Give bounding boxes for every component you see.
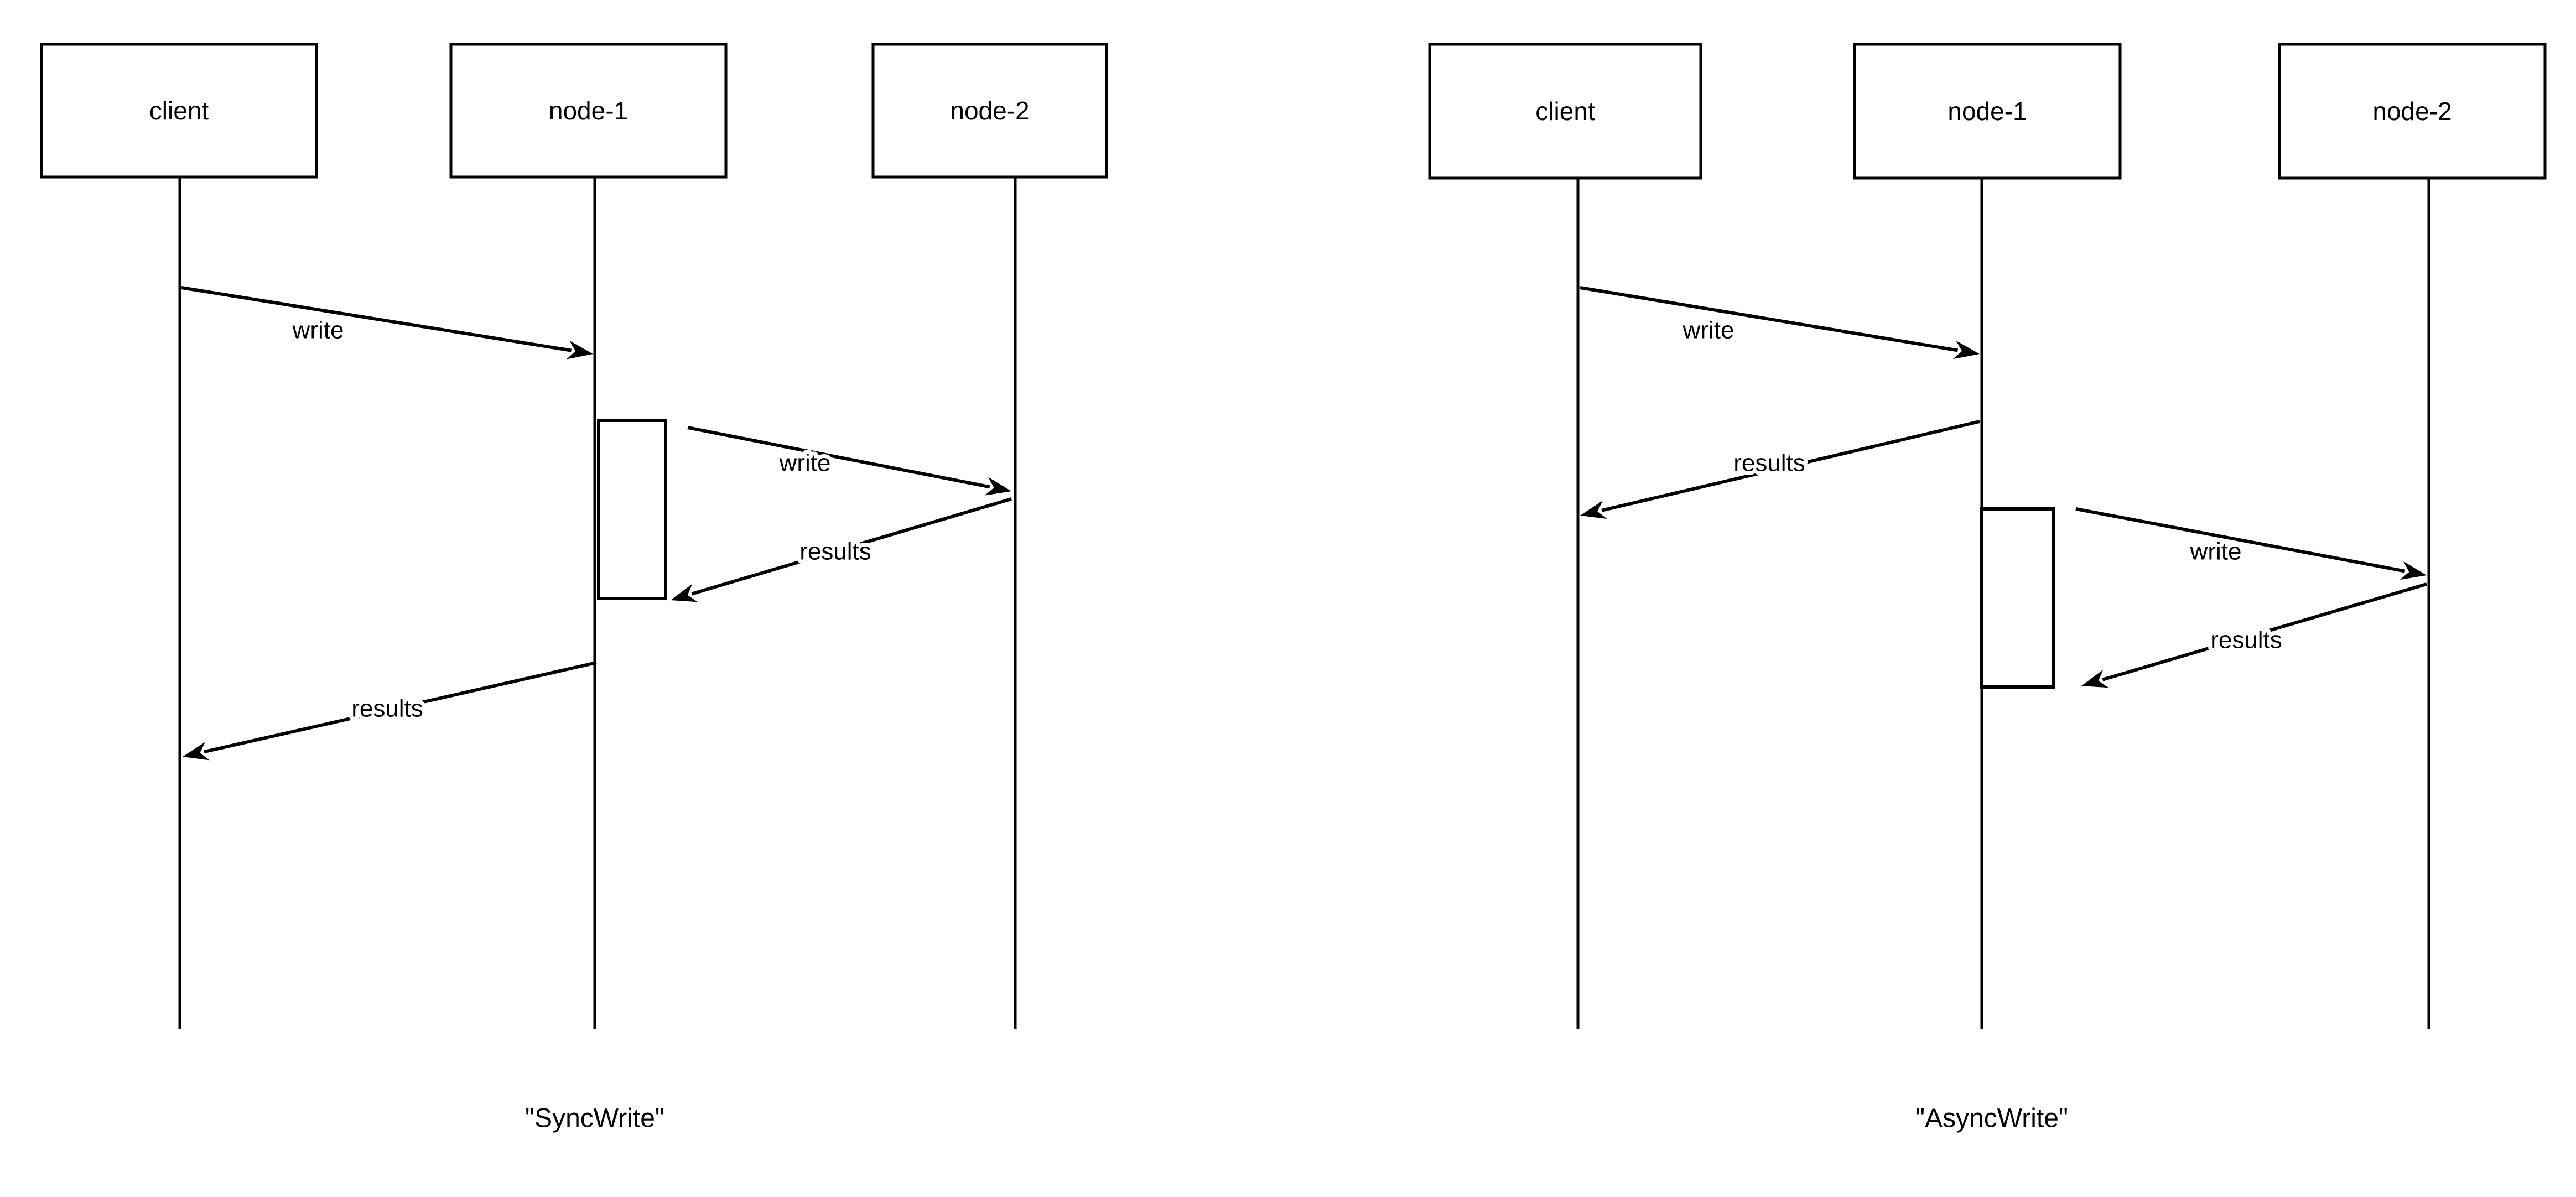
participant-label-node-1: node-1 [549,96,628,125]
message-label-client-write-node1: write [1682,317,1734,344]
message-line-node1-write-node2 [2075,507,2406,573]
message-label-halo-client-write-node1: write [292,317,344,344]
participant-client[interactable]: client [40,43,318,1029]
message-label-node1-write-node2: write [779,450,831,477]
participant-node-1[interactable]: node-1 [1853,43,2122,1029]
participant-label-client: client [149,96,209,125]
diagram-caption-sync-write: "SyncWrite" [525,1104,664,1133]
message-label-node1-results-client: results [1733,450,1805,477]
message-arrowhead-node2-results-node1 [671,584,698,602]
message-arrowhead-client-write-node1 [566,340,593,360]
message-line-client-write-node1 [181,286,572,352]
message-line-node1-results-client [204,661,597,754]
message-arrowhead-node1-results-client [183,742,210,761]
participant-label-client: client [1535,97,1595,126]
message-arrowhead-node2-results-node1 [2081,669,2108,688]
participant-box-node-2[interactable] [871,43,1108,179]
participant-node-2[interactable]: node-2 [2278,43,2547,1029]
message-line-client-write-node1 [1580,286,1959,352]
message-line-node1-write-node2 [687,426,990,489]
participant-node-2[interactable]: node-2 [871,43,1108,1029]
participant-box-node-1[interactable] [449,43,728,179]
participant-label-node-2: node-2 [2372,97,2452,126]
participant-box-node-2[interactable] [2278,43,2547,180]
message-line-node2-results-node1 [691,497,1012,596]
participant-node-1[interactable]: node-1 [449,43,728,1029]
participant-label-node-1: node-1 [1947,97,2027,126]
message-label-halo-node2-results-node1: results [799,538,871,565]
message-label-client-write-node1: write [292,317,344,344]
message-arrowhead-node1-write-node2 [2400,561,2427,580]
message-arrowhead-client-write-node1 [1952,340,1980,360]
diagram-caption-async-write: "AsyncWrite" [1915,1104,2068,1133]
participant-box-node-1[interactable] [1853,43,2122,180]
activation-bar-node-1-activation [597,419,667,600]
message-label-node2-results-node1: results [2210,627,2282,654]
message-label-node2-results-node1: results [799,538,871,565]
message-line-node1-results-client [1601,420,1980,512]
message-label-halo-client-write-node1: write [1682,317,1734,344]
participant-box-client[interactable] [1428,43,1702,180]
message-arrowhead-node1-write-node2 [984,477,1011,496]
activation-bar-node-1-activation [1980,507,2055,689]
message-label-halo-node1-write-node2: write [2190,538,2242,565]
participant-label-node-2: node-2 [950,96,1029,125]
message-label-node1-results-client: results [351,695,423,722]
message-label-node1-write-node2: write [2190,538,2242,565]
message-label-halo-node1-write-node2: write [779,450,831,477]
message-label-halo-node1-results-client: results [351,695,423,722]
participant-client[interactable]: client [1428,43,1702,1029]
message-arrowhead-node1-results-client [1580,500,1607,519]
message-label-halo-node2-results-node1: results [2210,627,2282,654]
message-line-node2-results-node1 [2102,582,2427,681]
participant-box-client[interactable] [40,43,318,179]
message-label-halo-node1-results-client: results [1733,450,1805,477]
